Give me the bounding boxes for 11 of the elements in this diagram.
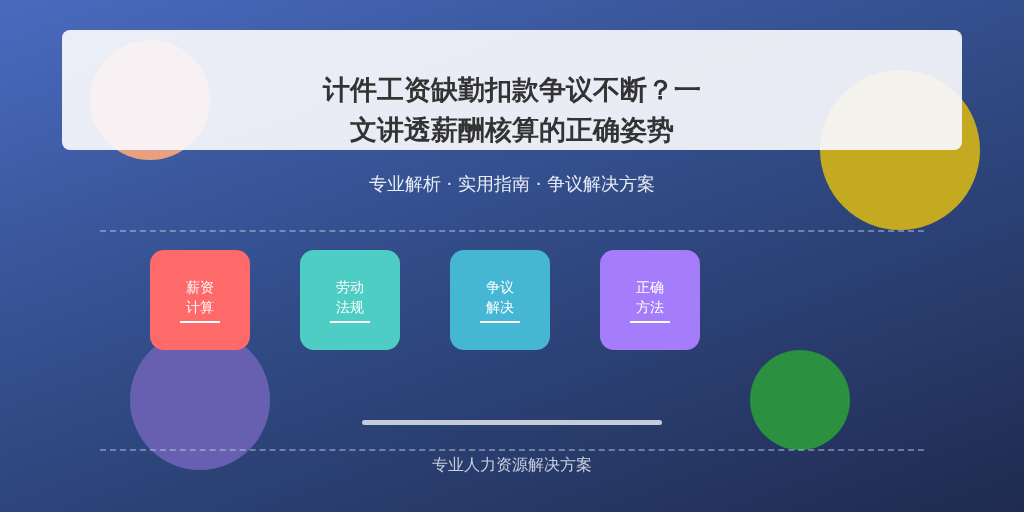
topic-card [300, 250, 400, 350]
topic-card [600, 250, 700, 350]
footer-text: 专业人力资源解决方案 [431, 455, 593, 476]
card-label: 薪资计算 [185, 278, 215, 317]
card-label: 正确方法 [635, 278, 665, 317]
card-label: 劳动法规 [335, 278, 365, 317]
topic-card [150, 250, 250, 350]
topic-card [450, 250, 550, 350]
title: 计件工资缺勤扣款争议不断？一文讲透薪酬核算的正确姿势 [321, 73, 702, 147]
subtitle: 专业解析 · 实用指南 · 争议解决方案 [367, 172, 657, 196]
card-label: 争议解决 [485, 278, 515, 317]
